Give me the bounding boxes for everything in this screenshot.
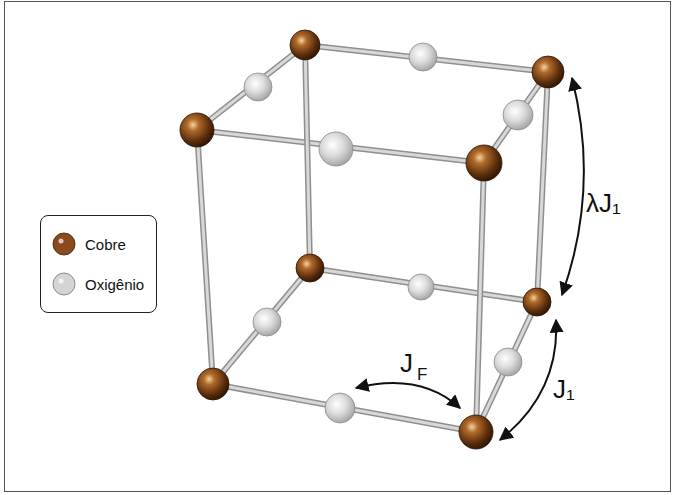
swatch-highlight [59, 239, 64, 244]
jf-arrow [356, 383, 460, 408]
oxygen-atom [253, 308, 281, 336]
copper-atom [523, 288, 551, 316]
bond-rod [310, 268, 537, 302]
bond-rod [197, 45, 305, 130]
coupling-arrows [356, 78, 584, 440]
legend-entry: Cobre [51, 224, 144, 264]
oxygen-atom [244, 73, 272, 101]
coupling-label: λJ₁ [586, 190, 621, 216]
bond-rod [213, 384, 476, 432]
lambda-j1-arrow [562, 78, 584, 295]
bond-rod-highlight [197, 130, 213, 384]
legend-swatch-frame [51, 271, 77, 297]
legend-box: CobreOxigênio [40, 215, 157, 313]
bond-rod [305, 45, 310, 268]
bond-rod [213, 268, 310, 384]
oxygen-atom [325, 393, 355, 423]
bond-rod-highlight [305, 45, 310, 268]
copper-atom [290, 30, 320, 60]
copper-atom [296, 254, 324, 282]
oxygen-atom [319, 132, 353, 166]
bonds [197, 45, 548, 432]
legend-swatch-frame [51, 231, 77, 257]
legend-entry: Oxigênio [51, 264, 144, 304]
coupling-label: J [400, 350, 413, 376]
legend-text: Oxigênio [85, 276, 144, 293]
bond-rod-highlight [213, 384, 476, 432]
swatch-highlight [59, 279, 64, 284]
coupling-label: J₁ [553, 376, 575, 402]
bond-rod-highlight [476, 163, 484, 432]
copper-atom [459, 415, 493, 449]
bond-rod [476, 163, 484, 432]
copper-atom [197, 368, 229, 400]
bond-rod-highlight [537, 72, 548, 302]
j1-arrow [500, 320, 556, 440]
bond-rod-highlight [310, 268, 537, 302]
atoms [180, 30, 564, 449]
oxygen-atom [503, 100, 533, 130]
frame [5, 2, 671, 492]
bond-rod [537, 72, 548, 302]
oxygen-atom [408, 274, 434, 300]
oxygen-atom [409, 43, 437, 71]
bond-rod [197, 130, 213, 384]
legend-swatch [53, 273, 75, 295]
copper-atom [532, 56, 564, 88]
copper-atom [180, 113, 214, 147]
bond-rod-highlight [213, 268, 310, 384]
bond-rod-highlight [197, 45, 305, 130]
legend-text: Cobre [85, 236, 126, 253]
copper-atom [466, 145, 502, 181]
oxygen-atom [494, 348, 522, 376]
subscript: F [417, 366, 427, 383]
legend-swatch [53, 233, 75, 255]
